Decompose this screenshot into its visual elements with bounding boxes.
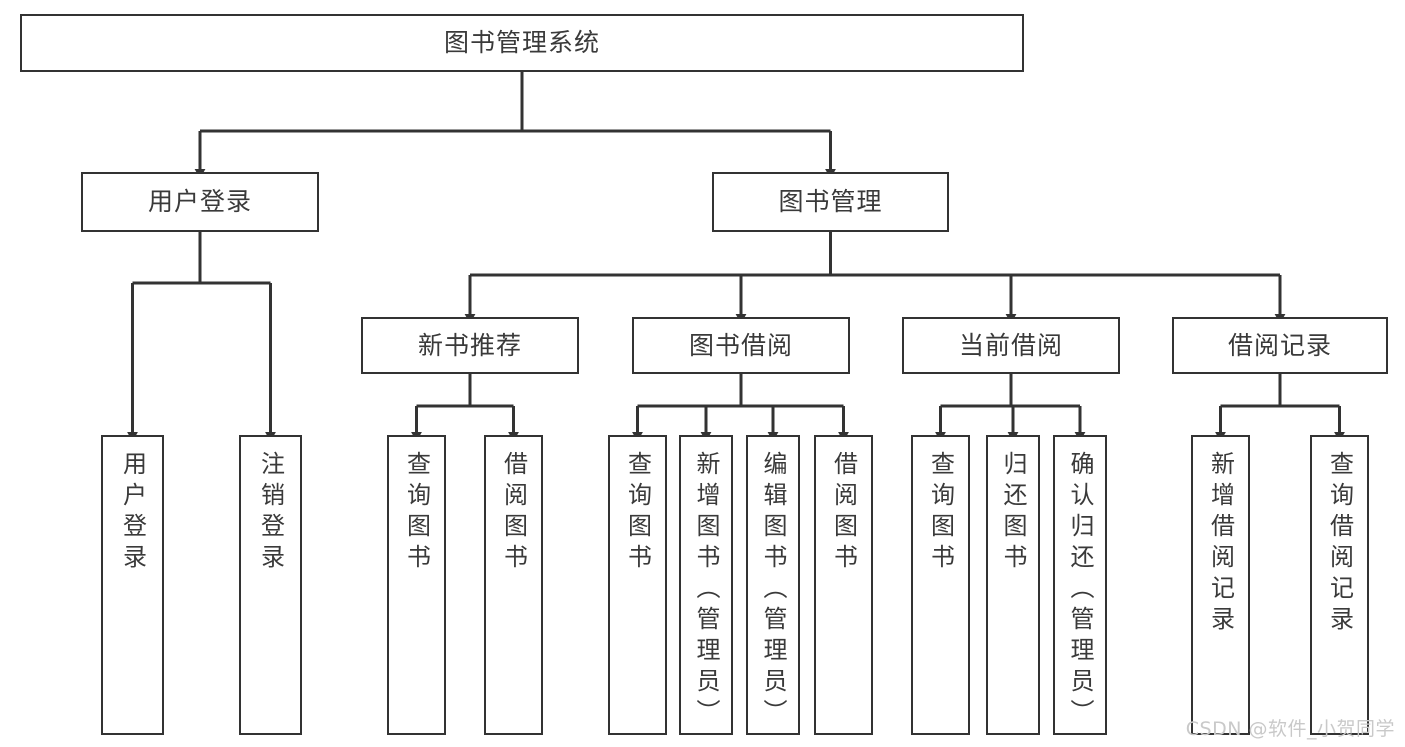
node-current-borrow[interactable]: 当前借阅: [902, 317, 1120, 374]
leaf-logout[interactable]: 注销登录: [239, 435, 302, 735]
leaf-add-borrow-record[interactable]: 新增借阅记录: [1191, 435, 1250, 735]
node-book-manage[interactable]: 图书管理: [712, 172, 949, 232]
leaf-query-book-2[interactable]: 查询图书: [608, 435, 667, 735]
node-label: 图书借阅: [688, 330, 793, 360]
node-book-borrow[interactable]: 图书借阅: [632, 317, 850, 374]
node-borrow-record[interactable]: 借阅记录: [1172, 317, 1388, 374]
leaf-query-book-1[interactable]: 查询图书: [387, 435, 446, 735]
node-label: 查询借阅记录: [1325, 451, 1354, 637]
node-label: 编辑图书（管理员）: [759, 451, 787, 730]
leaf-return-book[interactable]: 归还图书: [986, 435, 1040, 735]
node-root-system[interactable]: 图书管理系统: [20, 14, 1024, 72]
node-label: 归还图书: [999, 451, 1027, 575]
leaf-edit-book-admin[interactable]: 编辑图书（管理员）: [746, 435, 800, 735]
node-label: 用户登录: [118, 451, 147, 575]
leaf-query-borrow-record[interactable]: 查询借阅记录: [1310, 435, 1369, 735]
node-label: 查询图书: [402, 451, 431, 575]
node-label: 当前借阅: [958, 330, 1063, 360]
leaf-query-book-3[interactable]: 查询图书: [911, 435, 970, 735]
leaf-borrow-book-2[interactable]: 借阅图书: [814, 435, 873, 735]
leaf-borrow-book-1[interactable]: 借阅图书: [484, 435, 543, 735]
node-label: 借阅图书: [499, 451, 528, 575]
node-label: 查询图书: [926, 451, 955, 575]
node-label: 新增借阅记录: [1206, 451, 1235, 637]
node-label: 借阅图书: [829, 451, 858, 575]
node-label: 用户登录: [147, 187, 252, 217]
node-user-login[interactable]: 用户登录: [81, 172, 319, 232]
leaf-add-book-admin[interactable]: 新增图书（管理员）: [679, 435, 733, 735]
node-label: 借阅记录: [1227, 330, 1332, 360]
node-label: 查询图书: [623, 451, 652, 575]
node-label: 新增图书（管理员）: [692, 451, 720, 730]
node-label: 图书管理系统: [443, 28, 600, 58]
node-new-book-recommend[interactable]: 新书推荐: [361, 317, 579, 374]
node-label: 注销登录: [256, 451, 285, 575]
watermark-text: CSDN @软件_小贺同学: [1185, 718, 1395, 740]
leaf-confirm-return-admin[interactable]: 确认归还（管理员）: [1053, 435, 1107, 735]
node-label: 确认归还（管理员）: [1066, 451, 1094, 730]
node-label: 图书管理: [778, 187, 883, 217]
leaf-user-login[interactable]: 用户登录: [101, 435, 164, 735]
node-label: 新书推荐: [417, 330, 522, 360]
